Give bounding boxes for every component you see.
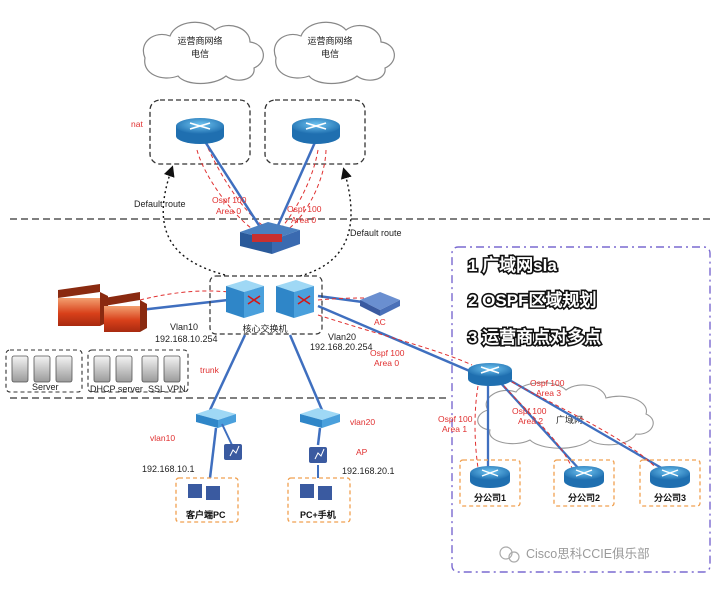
vlan10-gw-label: Vlan10 [170, 322, 198, 332]
ospf-b1-label-1: Ospf 100 [438, 414, 473, 424]
core-switch-1[interactable] [226, 280, 264, 318]
trunk-label: trunk [200, 365, 220, 375]
wan-hub-router[interactable] [468, 363, 512, 386]
branch3-box [639, 459, 701, 507]
client-pc-box [175, 477, 239, 523]
pc-phone-box [287, 477, 351, 523]
isp-router-right[interactable] [292, 118, 340, 144]
default-route-right-label: Default route [350, 228, 402, 238]
uplinks [202, 139, 318, 231]
isp-cloud-left-line2: 电信 [191, 48, 209, 59]
ssl-vpn-label: SSL VPN [148, 384, 186, 394]
router-arrows-icon [575, 469, 593, 477]
watermark: Cisco思科CCIE俱乐部 [499, 546, 650, 563]
vlan10-access-label: vlan10 [150, 433, 175, 443]
default-route-left-label: Default route [134, 199, 186, 209]
default-route-arrow-left [162, 165, 226, 276]
isp-router-box-left [149, 99, 251, 165]
topic-2: 2 OSPF区域规划 [468, 290, 596, 310]
separator-lines [10, 218, 710, 399]
isp-router-left[interactable] [176, 118, 224, 144]
branch2-box [553, 459, 615, 507]
ospf-b2-label-1: Ospf 100 [512, 406, 547, 416]
service-server-box [87, 349, 189, 393]
access-switch-vlan10[interactable] [196, 408, 236, 428]
branch2-label: 分公司2 [568, 492, 600, 503]
switch-cross-icon [247, 295, 261, 305]
pc-phone-label: PC+手机 [300, 509, 336, 520]
branch2-router[interactable] [564, 466, 604, 488]
ospf-core-links [139, 290, 473, 366]
vlan20-access-label: vlan20 [350, 417, 375, 427]
ap-device-right[interactable] [309, 447, 327, 463]
router-arrows-icon [661, 469, 679, 477]
firewall-left-1[interactable] [58, 284, 108, 326]
branch1-label: 分公司1 [474, 492, 506, 503]
branch-ospf-links [474, 381, 657, 469]
vlan20-gw-ip: 192.168.20.254 [310, 342, 373, 352]
ap-device-left[interactable] [224, 444, 242, 460]
ospf-mid-label-1: Ospf 100 [370, 348, 405, 358]
ospf-left-label-2: Area 0 [216, 206, 241, 216]
branch3-label: 分公司3 [654, 492, 686, 503]
ospf-mid-label-2: Area 0 [374, 358, 399, 368]
router-arrows-icon [481, 469, 499, 477]
topic-3: 3 运营商点对多点 [468, 327, 601, 347]
wan-cloud: 广域网 [477, 382, 654, 449]
default-route-arrow-right [299, 167, 352, 277]
isp-cloud-left: 运营商网络 电信 [142, 21, 264, 85]
router-arrows-icon [480, 366, 500, 374]
vpn-concentrator[interactable] [360, 292, 400, 316]
ospf-right-label-1: Ospf 100 [287, 204, 322, 214]
branch1-router[interactable] [470, 466, 510, 488]
watermark-text: Cisco思科CCIE俱乐部 [526, 546, 650, 561]
vlan20-gw-label: Vlan20 [328, 332, 356, 342]
wan-cloud-label: 广域网 [556, 414, 583, 425]
ospf-left-label-1: Ospf 100 [212, 195, 247, 205]
ospf-b3-label-1: Ospf 100 [530, 378, 565, 388]
desktop-pc-icons [188, 484, 332, 500]
ap-label: AP [356, 447, 368, 457]
isp-cloud-left-line1: 运营商网络 [177, 35, 222, 46]
router-arrows-icon [305, 122, 327, 130]
topic-1: 1 广域网sla [468, 255, 557, 275]
ospf-b1-label-2: Area 1 [442, 424, 467, 434]
server-rack-icons [11, 355, 181, 383]
switch-cross-icon [297, 295, 311, 305]
access-switch-vlan20[interactable] [300, 408, 340, 428]
core-switch-box [209, 275, 323, 335]
vlan10-gw-ip: 192.168.10.254 [155, 334, 218, 344]
ospf-b3-label-2: Area 3 [536, 388, 561, 398]
core-firewall[interactable] [240, 222, 300, 254]
isp-cloud-right-line2: 电信 [321, 48, 339, 59]
server-box [5, 349, 83, 393]
pc-ip-label: 192.168.10.1 [142, 464, 195, 474]
branch1-box [459, 459, 521, 507]
core-switch-2[interactable] [276, 280, 314, 318]
router-arrows-icon [189, 122, 211, 130]
branch3-router[interactable] [650, 466, 690, 488]
dhcp-server-label: DHCP server [90, 384, 143, 394]
nat-label: nat [131, 119, 143, 129]
firewall-left-2[interactable] [104, 292, 147, 332]
phone-ip-label: 192.168.20.1 [342, 466, 395, 476]
isp-cloud-right-line1: 运营商网络 [307, 35, 352, 46]
ospf-right-label-2: Area 0 [291, 215, 316, 225]
isp-cloud-right: 运营商网络 电信 [273, 21, 395, 85]
client-pc-label: 客户端PC [185, 509, 226, 520]
ospf-b2-label-2: Area 2 [518, 416, 543, 426]
core-switch-label: 核心交换机 [242, 323, 287, 334]
ac-label: AC [374, 317, 386, 327]
server-label: Server [32, 382, 59, 392]
